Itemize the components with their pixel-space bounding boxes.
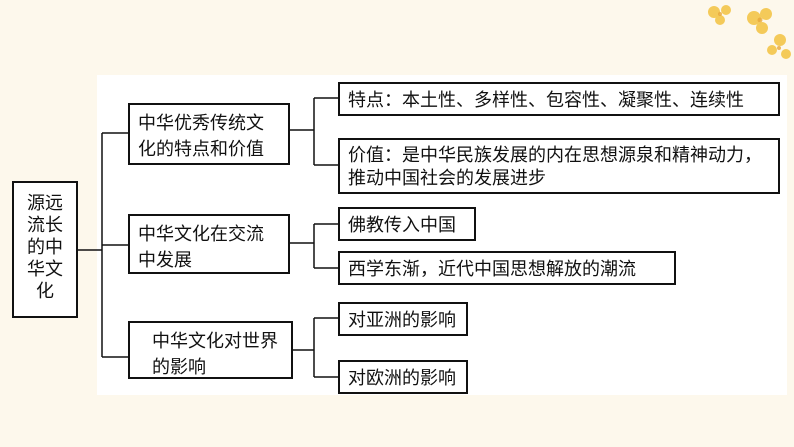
flower-decoration: [708, 5, 791, 59]
branch-node-world-influence: 中华文化对世界的影响: [128, 321, 293, 379]
root-node: 源远流长的中华文化: [12, 181, 78, 318]
branch-node-traits-value: 中华优秀传统文化的特点和价值: [128, 103, 290, 165]
leaf-europe-influence: 对欧洲的影响: [338, 360, 468, 394]
leaf-buddhism: 佛教传入中国: [338, 207, 476, 241]
leaf-value: 价值：是中华民族发展的内在思想源泉和精神动力，推动中国社会的发展进步: [338, 138, 780, 194]
branch-node-exchange: 中华文化在交流中发展: [128, 214, 290, 274]
leaf-asia-influence: 对亚洲的影响: [338, 302, 468, 336]
leaf-western-learning: 西学东渐，近代中国思想解放的潮流: [338, 251, 676, 285]
leaf-traits: 特点：本土性、多样性、包容性、凝聚性、连续性: [338, 82, 780, 116]
